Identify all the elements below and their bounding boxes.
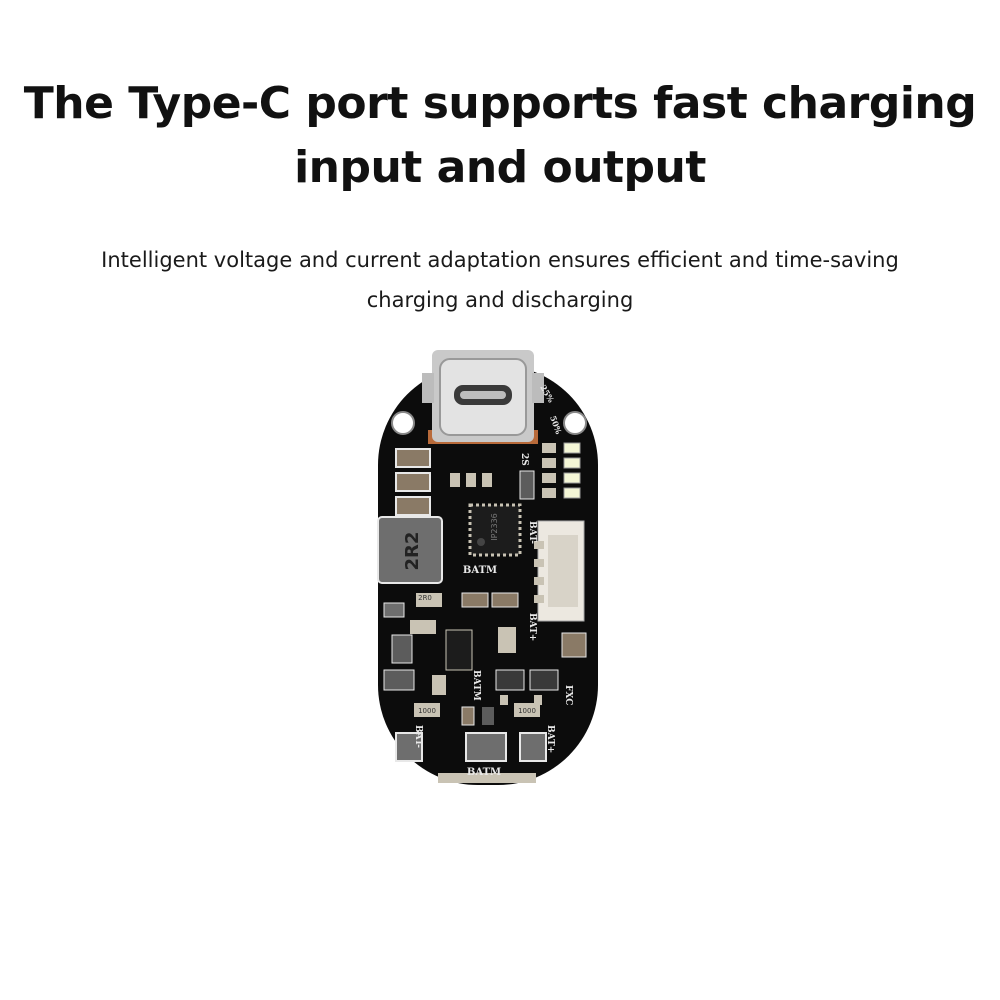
inductor-label: 2R2 <box>402 532 423 571</box>
label-batm-top: BATM <box>463 565 497 576</box>
label-bat-right: BAT+ <box>545 725 555 753</box>
res-1000-left-label: 1000 <box>418 707 436 715</box>
headline: The Type-C port supports fast charging i… <box>0 72 1000 200</box>
label-2s: 2S <box>519 453 529 466</box>
capacitors-left <box>395 448 431 516</box>
label-batm-bottom: BATM <box>467 767 501 778</box>
capacitor-right <box>561 632 587 658</box>
inductor-2r2: 2R2 <box>377 516 443 584</box>
subtitle-line-1: Intelligent voltage and current adaptati… <box>101 248 899 272</box>
res-2r0-label: 2R0 <box>418 594 432 602</box>
label-batm-vertical: BATM <box>471 670 481 701</box>
led-indicators <box>542 442 581 499</box>
battery-connector <box>534 520 585 622</box>
small-components: 2R0 <box>383 470 535 695</box>
bottom-resistors: 1000 1000 <box>414 703 540 726</box>
headline-line-1: The Type-C port supports fast charging <box>23 78 977 129</box>
pcb-board-drawing: 2R2 IP2336 2R0 <box>377 350 598 785</box>
res-1000-right-label: 1000 <box>518 707 536 715</box>
usb-c-port <box>422 350 544 444</box>
mount-hole-left <box>391 411 415 435</box>
ic-text: IP2336 <box>490 513 499 541</box>
subtitle-line-2: charging and discharging <box>366 288 634 312</box>
mount-hole-right <box>563 411 587 435</box>
label-bat-plus: BAT+ <box>527 613 537 641</box>
label-bat-left: BAT- <box>413 725 423 748</box>
main-ic: IP2336 <box>468 503 522 557</box>
label-bat-minus: BAT- <box>527 521 537 544</box>
headline-line-2: input and output <box>294 142 706 193</box>
subtitle: Intelligent voltage and current adaptati… <box>0 240 1000 320</box>
bottom-pads <box>395 732 547 783</box>
pcb-board-image: 2R2 IP2336 2R0 <box>370 345 610 795</box>
transistors <box>495 669 559 705</box>
label-fxc: FXC <box>563 685 573 705</box>
